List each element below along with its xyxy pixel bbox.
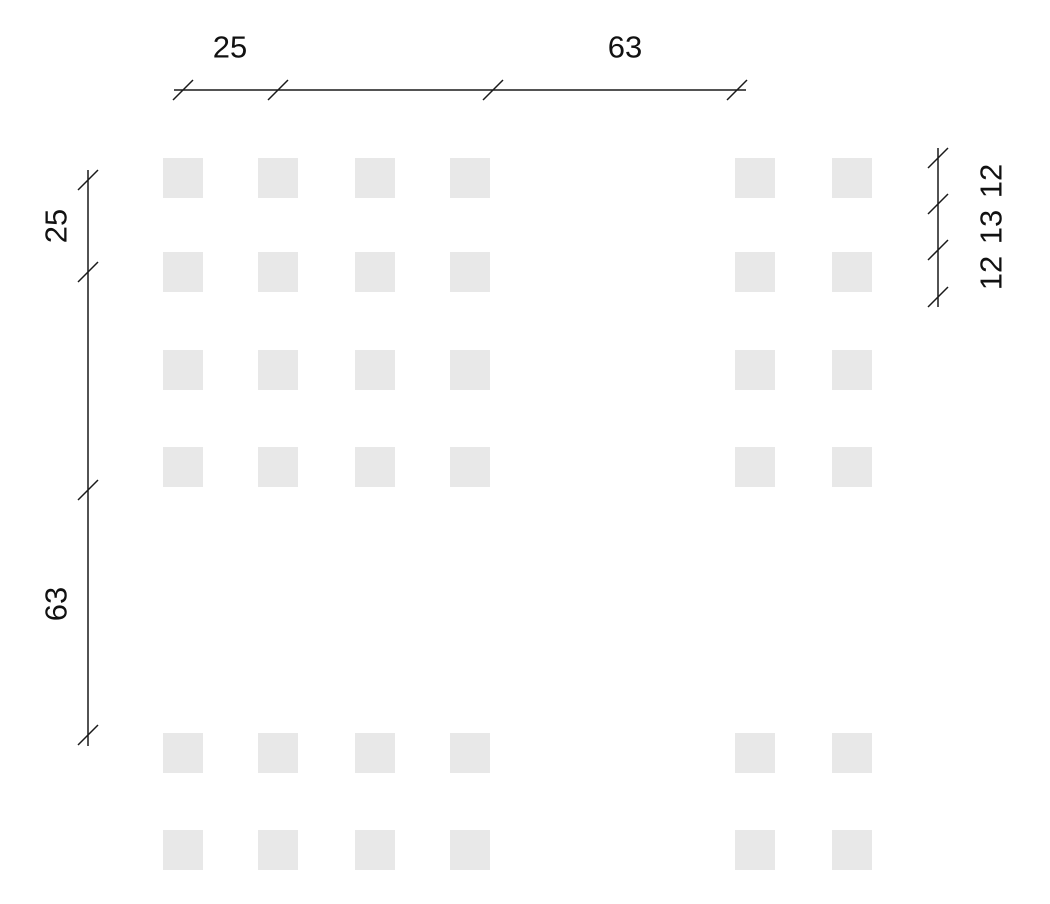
grid-square: [450, 350, 490, 390]
tick-mark: [172, 79, 194, 101]
grid-square: [355, 350, 395, 390]
grid-square: [163, 830, 203, 870]
tick-mark: [726, 79, 748, 101]
grid-square: [832, 830, 872, 870]
dim-label-left-second: 63: [38, 586, 74, 622]
dim-label-right-third: 12: [973, 255, 1009, 291]
tick-mark: [267, 79, 289, 101]
grid-square: [735, 830, 775, 870]
grid-square: [163, 158, 203, 198]
dim-label-left-first: 25: [38, 208, 74, 244]
grid-square: [735, 350, 775, 390]
grid-square: [832, 158, 872, 198]
grid-square: [450, 158, 490, 198]
grid-square: [163, 252, 203, 292]
grid-square: [258, 158, 298, 198]
grid-square: [163, 447, 203, 487]
grid-square: [450, 733, 490, 773]
tick-mark: [77, 479, 99, 501]
grid-square: [832, 350, 872, 390]
grid-square: [735, 447, 775, 487]
grid-square: [163, 733, 203, 773]
tick-mark: [77, 724, 99, 746]
tick-mark: [927, 239, 949, 261]
grid-square: [450, 252, 490, 292]
dim-label-top-second: 63: [607, 29, 643, 65]
grid-square: [258, 733, 298, 773]
grid-square: [258, 252, 298, 292]
grid-square: [735, 252, 775, 292]
grid-square: [258, 830, 298, 870]
grid-square: [355, 252, 395, 292]
grid-square: [450, 447, 490, 487]
grid-square: [355, 830, 395, 870]
grid-square: [832, 252, 872, 292]
grid-square: [832, 733, 872, 773]
tick-mark: [927, 193, 949, 215]
dim-label-right-first: 12: [973, 163, 1009, 199]
grid-square: [735, 158, 775, 198]
grid-square: [450, 830, 490, 870]
tick-mark: [482, 79, 504, 101]
grid-square: [735, 733, 775, 773]
grid-square: [163, 350, 203, 390]
tick-mark: [927, 147, 949, 169]
tick-mark: [77, 261, 99, 283]
grid-square: [832, 447, 872, 487]
dim-label-top-first: 25: [212, 29, 248, 65]
grid-square: [355, 158, 395, 198]
tick-mark: [927, 286, 949, 308]
grid-square: [355, 447, 395, 487]
tick-mark: [77, 169, 99, 191]
dim-label-right-second: 13: [973, 209, 1009, 245]
grid-square: [258, 447, 298, 487]
grid-square: [355, 733, 395, 773]
grid-square: [258, 350, 298, 390]
